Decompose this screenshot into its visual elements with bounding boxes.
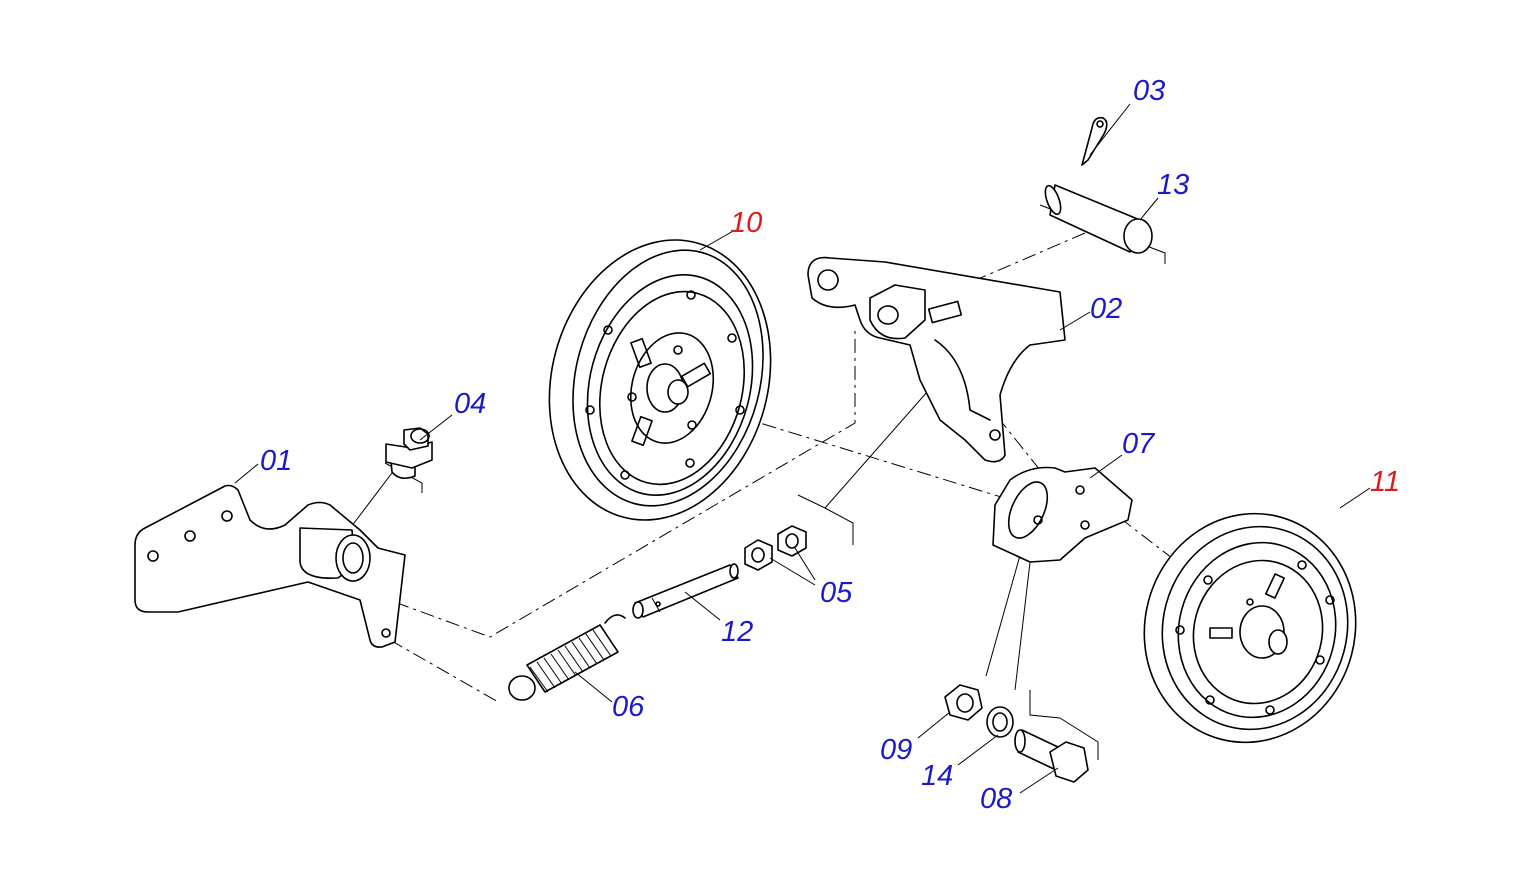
label-10: 10 [730,207,762,239]
label-07: 07 [1122,428,1156,460]
part-08-bolt [1014,729,1089,783]
label-13: 13 [1157,169,1189,201]
part-09-nut [944,684,983,721]
label-01: 01 [260,445,292,477]
label-02: 02 [1090,293,1122,325]
part-10-gauge-wheel-left [548,239,772,521]
label-11: 11 [1370,466,1400,498]
part-07-hub-mount [992,466,1133,563]
assembly-axes [369,232,1186,704]
part-14-washer [986,706,1014,738]
part-13-pin [1044,184,1153,254]
part-04-grease-fitting [385,427,433,480]
part-12-rod [632,563,739,619]
leader-lines [234,103,1371,794]
label-04: 04 [454,388,486,420]
part-06-spring [508,614,626,701]
label-09: 09 [880,734,912,766]
label-14: 14 [921,760,953,792]
label-12: 12 [721,616,753,648]
label-03: 03 [1133,75,1165,107]
part-02-frame-bracket [807,256,1066,463]
part-03-linch-pin [1081,116,1108,166]
label-08: 08 [980,783,1012,815]
callout-labels: 03 13 10 02 04 01 07 11 05 12 06 09 14 0… [260,75,1400,815]
part-01-arm-bracket [134,484,406,648]
label-05: 05 [820,577,853,609]
label-06: 06 [612,691,645,723]
part-11-gauge-wheel-right [1143,512,1357,744]
part-05-nuts [744,525,807,571]
